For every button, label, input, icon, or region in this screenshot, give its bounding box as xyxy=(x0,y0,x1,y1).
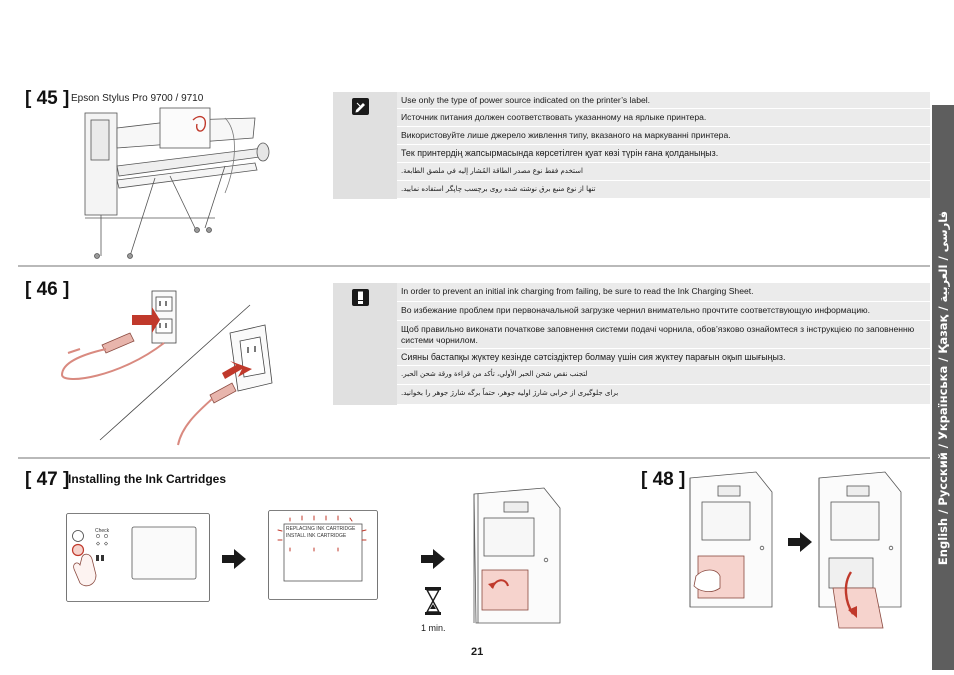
pencil-note-icon xyxy=(352,98,369,115)
hourglass-icon xyxy=(425,587,441,615)
arrow-right-icon xyxy=(421,549,445,569)
note-row-en: Use only the type of power source indica… xyxy=(397,92,930,109)
section-divider xyxy=(18,265,930,267)
step-46-number: [ 46 ] xyxy=(25,279,70,300)
note-row-ar: لتجنب نقص شحن الحبر الأولي، تأكد من قراء… xyxy=(397,366,930,385)
note-row-en: In order to prevent an initial ink charg… xyxy=(397,283,930,302)
note-row-ru: Во избежание проблем при первоначальной … xyxy=(397,302,930,321)
step-45-number: [ 45 ] xyxy=(25,88,70,109)
language-side-tab-text: English / Русский / Українська / Қазақ /… xyxy=(936,210,950,566)
note-row-kk: Тек принтердің жапсырмасында көрсетілген… xyxy=(397,145,930,163)
printer-open-cover-illustration xyxy=(689,471,773,608)
check-label: Check xyxy=(95,528,110,534)
arrow-right-icon xyxy=(788,532,812,552)
step-48-number: [ 48 ] xyxy=(641,469,686,490)
note-icon-cell xyxy=(333,92,397,199)
note-row-ar: استخدم فقط نوع مصدر الطاقة المُشار إليه … xyxy=(397,163,930,181)
step-47-title: Installing the Ink Cartridges xyxy=(68,472,227,486)
lcd-line-1: REPLACING INK CARTRIDGE xyxy=(286,526,356,532)
timer-label: 1 min. xyxy=(421,623,446,633)
note-row-uk: Використовуйте лише джерело живлення тип… xyxy=(397,127,930,145)
printer-cover-lowered-illustration xyxy=(818,471,902,629)
note-rows: In order to prevent an initial ink charg… xyxy=(397,283,930,405)
lcd-line-2: INSTALL INK CARTRIDGE xyxy=(286,533,347,539)
page-number: 21 xyxy=(471,646,484,658)
note-row-fa: برای جلوگیری از خرابی شارژ اولیه جوهر، ح… xyxy=(397,385,930,405)
language-side-tab xyxy=(932,105,954,670)
control-panel-illustration xyxy=(66,513,210,602)
printer-front-illustration xyxy=(473,487,561,624)
caution-icon xyxy=(352,289,369,306)
note-row-fa: تنها از نوع منبع برق نوشته شده روی برچسب… xyxy=(397,181,930,199)
step-45-subtitle: Epson Stylus Pro 9700 / 9710 xyxy=(71,93,204,104)
arrow-right-icon xyxy=(222,549,246,569)
printer-stand-illustration xyxy=(84,107,270,259)
power-cable-illustration xyxy=(60,290,273,446)
section-divider xyxy=(18,457,930,459)
note-icon-cell xyxy=(333,283,397,405)
note-row-kk: Сияны бастапқы жүктеу кезінде сәтсіздікт… xyxy=(397,349,930,366)
note-row-uk: Щоб правильно виконати початкове заповне… xyxy=(397,321,930,349)
note-row-ru: Источник питания должен соответствовать … xyxy=(397,109,930,127)
note-rows: Use only the type of power source indica… xyxy=(397,92,930,199)
step-47-number: [ 47 ] xyxy=(25,469,70,490)
lcd-illustration xyxy=(268,510,378,600)
